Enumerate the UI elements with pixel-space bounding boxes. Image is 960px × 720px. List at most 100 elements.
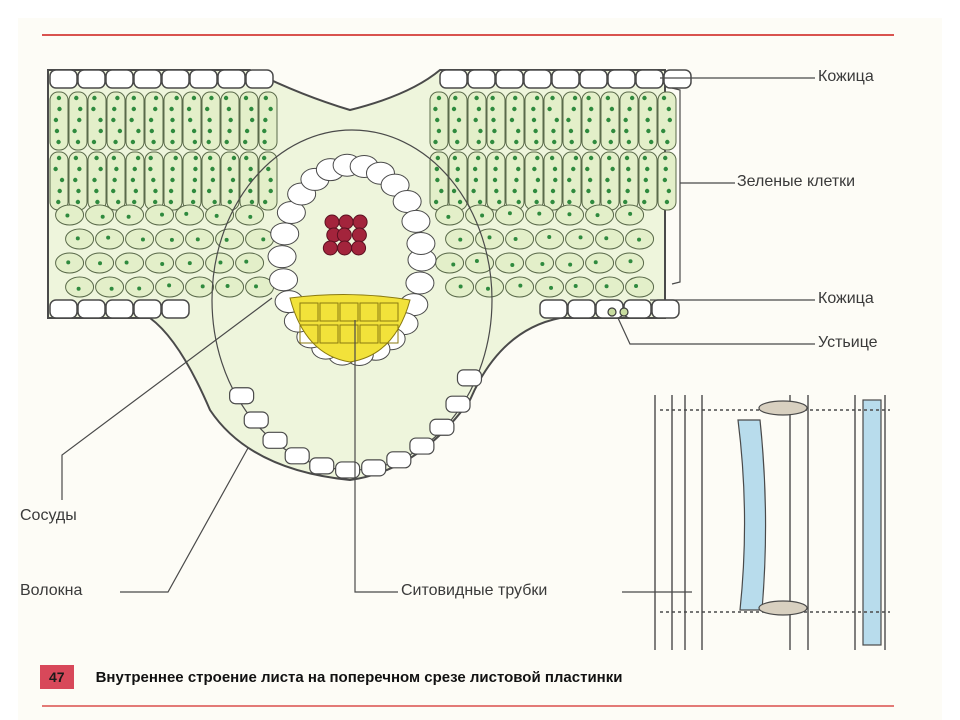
chloroplast [606, 188, 611, 194]
chloroplast [666, 188, 672, 194]
chloroplast [268, 177, 273, 183]
chloroplast [210, 177, 216, 183]
epidermis-cell [105, 299, 134, 319]
palisade-cell [125, 91, 145, 151]
chloroplast [647, 106, 653, 112]
sieve-cell [359, 324, 379, 344]
palisade-cell [638, 151, 658, 211]
spongy-cell [115, 252, 145, 274]
chloroplast [553, 177, 558, 183]
xylem-vessel [322, 240, 338, 256]
chloroplast [261, 155, 267, 161]
chloroplast [249, 199, 255, 205]
chloroplast [74, 95, 79, 101]
chloroplast [77, 166, 82, 172]
chloroplast [624, 155, 630, 161]
chloroplast [253, 284, 258, 289]
chloroplast [115, 95, 120, 101]
chloroplast [507, 211, 512, 216]
epidermis-cell [133, 299, 162, 319]
chloroplast [248, 214, 253, 219]
epidermis-cell [539, 299, 568, 319]
spongy-cell [435, 204, 465, 226]
chloroplast [56, 155, 62, 161]
chloroplast [474, 259, 479, 264]
chloroplast [485, 286, 490, 291]
chloroplast [151, 139, 156, 145]
chloroplast [550, 188, 556, 194]
chloroplast [76, 286, 81, 291]
chloroplast [478, 128, 483, 134]
chloroplast [168, 188, 174, 194]
chloroplast [476, 139, 481, 145]
caption-text: Внутреннее строение листа на поперечном … [95, 668, 623, 686]
chloroplast [588, 155, 594, 161]
chloroplast [573, 283, 578, 288]
palisade-cell [486, 91, 506, 151]
chloroplast [477, 199, 483, 205]
palisade-cell [505, 91, 525, 151]
chloroplast [547, 235, 552, 240]
chloroplast [664, 199, 670, 205]
label-sieve-tubes: Ситовидные трубки [401, 582, 548, 599]
chloroplast [111, 117, 116, 123]
bundle-sheath-cell [269, 268, 299, 292]
chloroplast [190, 199, 196, 205]
chloroplast [434, 166, 440, 172]
chloroplast [204, 106, 210, 112]
spongy-cell [585, 204, 615, 226]
chloroplast [628, 211, 633, 216]
chloroplast [549, 155, 555, 161]
chloroplast [133, 188, 139, 194]
chloroplast [491, 117, 496, 123]
chloroplast [228, 188, 233, 194]
upper-epidermis [49, 69, 692, 89]
spongy-cell [85, 204, 115, 226]
xylem-vessel [336, 227, 352, 243]
chloroplast [170, 177, 175, 183]
chloroplast [113, 139, 118, 145]
chloroplast [644, 188, 650, 194]
chloroplast [53, 166, 58, 172]
epidermis-cell [105, 69, 134, 89]
spongy-cell [595, 228, 625, 250]
spongy-cell [115, 204, 145, 226]
chloroplast [153, 106, 158, 112]
chloroplast [106, 235, 111, 240]
xylem-vessel [351, 240, 367, 256]
chloroplast [129, 117, 134, 123]
chloroplast [458, 284, 463, 289]
chloroplast [433, 139, 438, 145]
sieve-cell [319, 302, 339, 322]
bracket-green-cells [671, 87, 681, 285]
chloroplast [56, 199, 61, 205]
epidermis-cell [161, 299, 190, 319]
chloroplast [663, 166, 668, 172]
palisade-cell [562, 91, 582, 151]
chloroplast [473, 117, 478, 123]
label-green-cells: Зеленые клетки [737, 173, 856, 190]
chloroplast [136, 128, 141, 134]
epidermis-cell [523, 69, 552, 89]
chloroplast [586, 95, 591, 101]
chloroplast [226, 106, 232, 112]
chloroplast [455, 166, 461, 172]
palisade-cell [258, 151, 278, 211]
bundle-sheath-cell [392, 190, 422, 214]
chloroplast [608, 139, 613, 145]
chloroplast [604, 284, 609, 289]
epidermis-cell [361, 459, 387, 477]
chloroplast [173, 155, 178, 161]
chloroplast [623, 199, 628, 205]
chloroplast [248, 188, 253, 194]
epidermis-cell [467, 69, 496, 89]
spongy-cell [565, 276, 595, 298]
chloroplast [435, 155, 441, 161]
chloroplast [227, 166, 232, 172]
chloroplast [433, 106, 438, 112]
leader-vessels [61, 297, 273, 500]
chloroplast [606, 155, 612, 161]
epidermis-cell [663, 69, 692, 89]
spongy-cell [595, 276, 625, 298]
palisade-cell [239, 91, 259, 151]
